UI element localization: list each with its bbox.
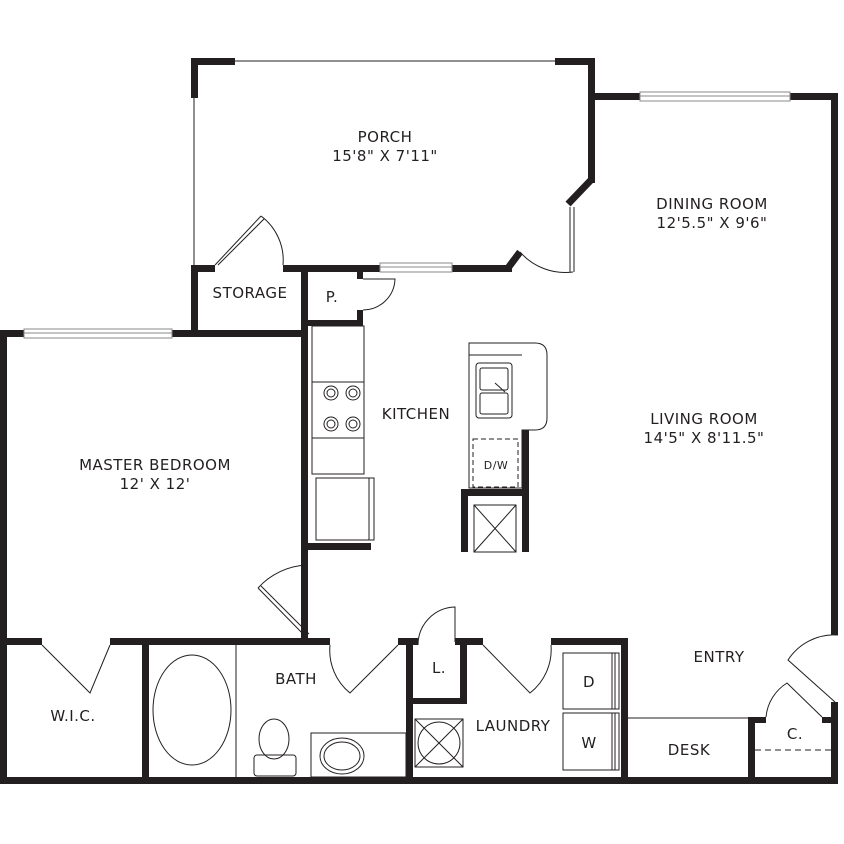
room-label-entry: ENTRY (693, 648, 745, 666)
appliance-label-dishwasher: D/W (483, 459, 509, 472)
room-label-living-room: LIVING ROOM 14'5" X 8'11.5" (644, 410, 765, 448)
windows (23, 91, 791, 339)
thin-lines (152, 60, 831, 778)
room-label-master-bedroom: MASTER BEDROOM 12' X 12' (79, 456, 231, 494)
room-label-pantry: P. (325, 288, 339, 306)
living-room-name: LIVING ROOM (650, 410, 758, 428)
room-label-closet: C. (786, 725, 804, 743)
room-label-dining-room: DINING ROOM 12'5.5" X 9'6" (656, 195, 768, 233)
room-label-desk: DESK (667, 741, 711, 759)
walls (0, 58, 838, 784)
master-bedroom-name: MASTER BEDROOM (79, 456, 231, 474)
room-label-linen: L. (431, 659, 447, 677)
appliance-label-washer: W (581, 734, 597, 752)
living-room-dimensions: 14'5" X 8'11.5" (643, 429, 765, 447)
master-bedroom-dimensions: 12' X 12' (119, 475, 191, 493)
dining-room-name: DINING ROOM (656, 195, 768, 213)
room-label-laundry: LAUNDRY (475, 717, 551, 735)
room-label-bath: BATH (275, 670, 317, 688)
room-label-storage: STORAGE (212, 284, 288, 302)
room-label-kitchen: KITCHEN (381, 405, 451, 423)
porch-angled-wall (505, 177, 594, 271)
dining-room-dimensions: 12'5.5" X 9'6" (656, 214, 768, 232)
doors (41, 207, 839, 718)
porch-name: PORCH (357, 128, 413, 146)
porch-dimensions: 15'8" X 7'11" (332, 147, 438, 165)
room-label-wic: W.I.C. (50, 707, 96, 725)
room-label-porch: PORCH 15'8" X 7'11" (332, 128, 438, 166)
appliance-label-dryer: D (582, 673, 596, 691)
